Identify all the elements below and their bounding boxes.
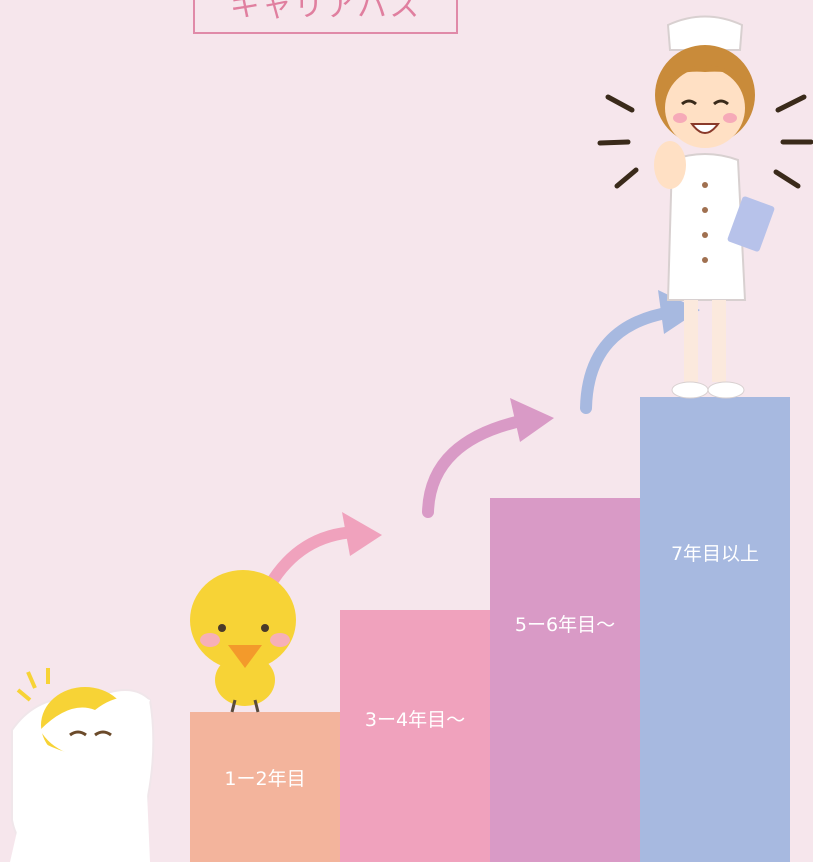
arrow-step-1-to-2 — [264, 512, 382, 591]
step-label-4: 7年目以上 — [670, 543, 760, 565]
step-bar-4: 7年目以上 — [640, 397, 790, 862]
step-label-2: 3ー4年目〜 — [364, 709, 466, 731]
step-bar-3: 5ー6年目〜 — [490, 498, 640, 862]
step-bar-2: 3ー4年目〜 — [340, 610, 490, 862]
nurse-icon — [597, 15, 813, 399]
step-label-3: 5ー6年目〜 — [514, 614, 616, 636]
arrow-step-2-to-3 — [422, 398, 554, 518]
step-label-1: 1ー2年目 — [224, 768, 306, 790]
page-title: キャリアパス — [193, 0, 458, 34]
step-bar-1: 1ー2年目 — [190, 712, 340, 862]
hatching-chick-icon — [10, 668, 155, 862]
chick-icon — [190, 570, 296, 713]
